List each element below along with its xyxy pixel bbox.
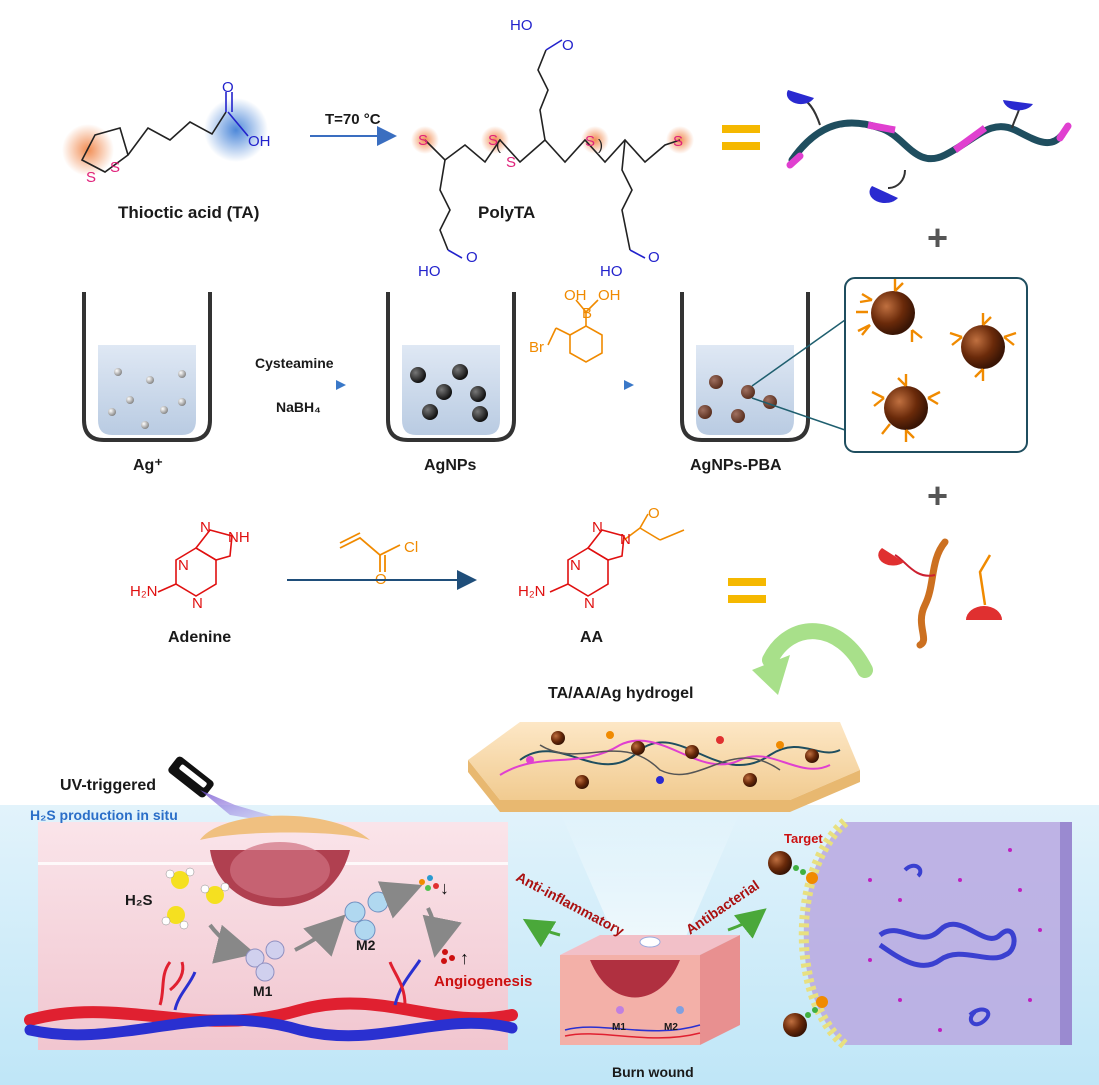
polyta-label: PolyTA xyxy=(478,203,535,222)
equals-sign-2 xyxy=(728,578,766,603)
agnps-pba-label: AgNPs-PBA xyxy=(690,457,782,474)
ag-particle-1 xyxy=(856,279,923,342)
agnps-label: AgNPs xyxy=(424,457,477,474)
svg-text:B: B xyxy=(582,305,592,322)
beaker-agnps xyxy=(386,292,516,442)
svg-text:S: S xyxy=(418,132,428,149)
plus-sign-1: + xyxy=(927,217,948,258)
aa-structure: N N N N H₂N O xyxy=(518,505,685,612)
svg-text:N: N xyxy=(592,519,603,536)
svg-text:S: S xyxy=(585,133,595,150)
h2s-label: H₂S xyxy=(125,892,153,909)
svg-text:Cysteamine: Cysteamine xyxy=(255,355,334,371)
polyta-structure: S S S S S ( ) HO O HO O HO O xyxy=(411,17,694,280)
ag-particle-2 xyxy=(949,313,1017,381)
burn-wound-block xyxy=(560,935,740,1045)
polyta-chain-cartoon xyxy=(786,90,1072,204)
equals-sign-1 xyxy=(722,125,760,150)
svg-text:NaBH₄: NaBH₄ xyxy=(276,399,321,415)
plus-sign-2: + xyxy=(927,475,948,516)
h2s-molecules xyxy=(161,867,230,930)
svg-text:N: N xyxy=(620,531,631,548)
svg-text:S: S xyxy=(86,169,96,186)
svg-text:): ) xyxy=(598,137,603,154)
svg-text:O: O xyxy=(466,249,478,266)
adenine-label: Adenine xyxy=(168,629,231,646)
svg-text:Cl: Cl xyxy=(404,539,418,556)
svg-text:N: N xyxy=(584,595,595,612)
pba-reagent: Br B OH OH xyxy=(529,287,634,390)
blood-vessels xyxy=(24,959,518,1042)
svg-text:HO: HO xyxy=(510,17,533,34)
svg-text:N: N xyxy=(192,595,203,612)
thioctic-acid-structure: S S O OH xyxy=(62,79,271,186)
m2-label: M2 xyxy=(356,937,376,953)
heat-arrow: T=70 °C xyxy=(310,111,397,146)
svg-text:H₂N: H₂N xyxy=(130,583,158,600)
svg-text:S: S xyxy=(488,132,498,149)
svg-text:T=70 °C: T=70 °C xyxy=(325,111,381,128)
svg-text:OH: OH xyxy=(248,133,271,150)
svg-text:HO: HO xyxy=(600,263,623,280)
wound-m2-label: M2 xyxy=(664,1022,678,1033)
reduction-arrow: Cysteamine NaBH₄ xyxy=(255,355,346,415)
wound-site xyxy=(200,815,370,907)
svg-text:S: S xyxy=(506,154,516,171)
thioctic-acid-label: Thioctic acid (TA) xyxy=(118,203,259,222)
svg-text:O: O xyxy=(648,505,660,522)
svg-text:Br: Br xyxy=(529,339,544,356)
acryloyl-arrow: O Cl xyxy=(287,532,477,590)
svg-text:N: N xyxy=(178,557,189,574)
svg-text:OH: OH xyxy=(598,287,621,304)
macrophage-cycle: ↓ ↑ xyxy=(208,875,469,982)
targeting-agnps xyxy=(768,851,828,1037)
svg-text:(: ( xyxy=(496,137,501,154)
ag-particle-3 xyxy=(871,374,941,442)
svg-text:O: O xyxy=(562,37,574,54)
aa-label: AA xyxy=(580,629,604,646)
svg-text:N: N xyxy=(570,557,581,574)
svg-text:OH: OH xyxy=(564,287,587,304)
adenine-structure: N N N NH H₂N xyxy=(130,519,250,612)
target-label: Target xyxy=(784,831,823,846)
angiogenesis-label: Angiogenesis xyxy=(434,973,532,990)
svg-text:↑: ↑ xyxy=(460,948,469,968)
effect-arrows xyxy=(522,908,767,948)
aa-cartoon xyxy=(878,538,1002,649)
wound-m1-label: M1 xyxy=(612,1022,626,1033)
ag-ion-label: Ag⁺ xyxy=(133,457,163,474)
svg-text:↓: ↓ xyxy=(440,878,449,898)
burn-wound-label: Burn wound xyxy=(612,1064,694,1080)
green-curved-arrow xyxy=(752,623,873,695)
m1-label: M1 xyxy=(253,983,273,999)
uv-lamp xyxy=(168,756,320,830)
svg-text:S: S xyxy=(110,159,120,176)
svg-text:O: O xyxy=(648,249,660,266)
uv-triggered-label: UV-triggered xyxy=(60,777,156,794)
agnps-pba-zoom-box xyxy=(844,277,1028,453)
light-cone xyxy=(560,812,740,950)
svg-text:NH: NH xyxy=(228,529,250,546)
h2s-production-label: H₂S production in situ xyxy=(30,807,178,823)
bacterium-panel xyxy=(798,818,1072,1049)
svg-text:O: O xyxy=(222,79,234,96)
beaker-agnps-pba xyxy=(680,292,846,442)
svg-text:S: S xyxy=(673,133,683,150)
svg-text:H₂N: H₂N xyxy=(518,583,546,600)
hydrogel-slab xyxy=(468,722,860,812)
beaker-ag-ion xyxy=(82,292,212,442)
svg-text:HO: HO xyxy=(418,263,441,280)
svg-text:N: N xyxy=(200,519,211,536)
hydrogel-label: TA/AA/Ag hydrogel xyxy=(548,685,693,702)
